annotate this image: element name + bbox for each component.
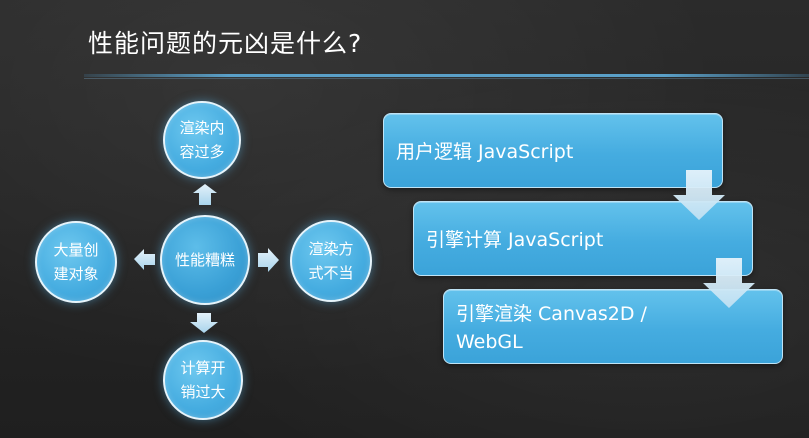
cause-top-node: 渲染内容过多 xyxy=(163,101,241,179)
arrow-left-icon xyxy=(134,249,155,270)
pipeline-arrow-1-icon xyxy=(673,170,725,220)
cause-center-label: 性能糟糕 xyxy=(174,251,235,269)
cause-left-label: 大量创建对象 xyxy=(53,241,99,283)
pipeline-step-2-label: 引擎计算 JavaScript xyxy=(426,229,604,251)
pipeline-step-1: 用户逻辑 JavaScript xyxy=(383,113,723,188)
pipeline-arrow-2-icon xyxy=(703,258,755,308)
cause-center-node: 性能糟糕 xyxy=(160,215,250,305)
pipeline-step-1-label: 用户逻辑 JavaScript xyxy=(396,141,574,163)
title-underline-thin xyxy=(84,78,809,79)
arrow-up-icon xyxy=(193,184,217,205)
arrow-right-icon xyxy=(258,248,279,272)
cause-left-node: 大量创建对象 xyxy=(35,221,117,303)
page-title: 性能问题的元凶是什么? xyxy=(88,29,363,58)
cause-bottom-node: 计算开销过大 xyxy=(163,340,243,420)
cause-right-node: 渲染方式不当 xyxy=(290,220,372,302)
cause-bottom-label: 计算开销过大 xyxy=(180,359,226,401)
cause-top-label: 渲染内容过多 xyxy=(179,119,225,161)
arrow-down-icon xyxy=(190,313,218,333)
cause-right-label: 渲染方式不当 xyxy=(308,240,354,282)
title-underline xyxy=(84,74,809,77)
pipeline-step-3-label: 引擎渲染 Canvas2D / WebGL xyxy=(456,303,647,353)
